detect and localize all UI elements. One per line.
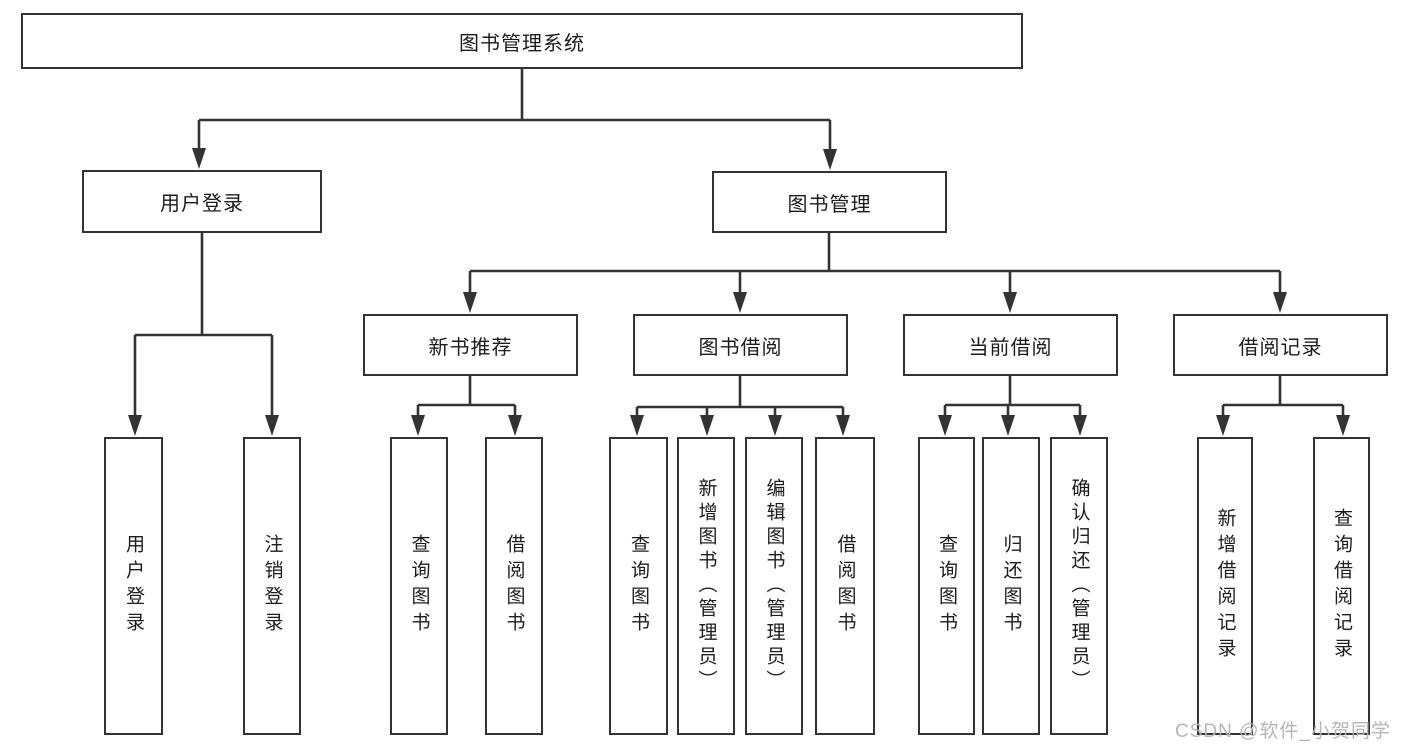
leaf-bb-borrow-books-label: 借阅图书	[834, 534, 856, 638]
node-current-borrow: 当前借阅	[903, 314, 1118, 376]
watermark: CSDN @软件_小贺同学	[1175, 721, 1391, 742]
leaf-nb-query-books: 查询图书	[390, 437, 448, 735]
leaf-bb-add-books-admin-label: 新增图书（管理员）	[695, 478, 717, 694]
leaf-logout-label: 注销登录	[261, 534, 283, 638]
leaf-cb-confirm-return-admin: 确认归还（管理员）	[1050, 437, 1108, 735]
node-user-login: 用户登录	[82, 170, 322, 233]
leaf-cb-return-books-label: 归还图书	[1000, 534, 1022, 638]
node-current-borrow-label: 当前借阅	[968, 336, 1053, 359]
leaf-cb-query-books: 查询图书	[918, 437, 975, 735]
node-borrow-records-label: 借阅记录	[1238, 336, 1323, 359]
leaf-logout: 注销登录	[243, 437, 301, 735]
leaf-cb-confirm-return-admin-label: 确认归还（管理员）	[1068, 478, 1090, 694]
leaf-br-add-record-label: 新增借阅记录	[1214, 508, 1236, 664]
leaf-nb-borrow-books-label: 借阅图书	[503, 534, 525, 638]
node-book-management: 图书管理	[712, 171, 947, 233]
connector-paths	[133, 69, 1345, 418]
node-new-book-recommend: 新书推荐	[363, 314, 578, 376]
node-book-borrow: 图书借阅	[633, 314, 848, 376]
node-root-label: 图书管理系统	[459, 32, 585, 55]
leaf-user-login-label: 用户登录	[123, 534, 144, 638]
leaf-cb-query-books-label: 查询图书	[936, 534, 957, 638]
leaf-cb-return-books: 归还图书	[982, 437, 1040, 735]
leaf-nb-query-books-label: 查询图书	[408, 534, 430, 638]
leaf-bb-add-books-admin: 新增图书（管理员）	[677, 437, 735, 735]
leaf-bb-query-books-label: 查询图书	[628, 534, 649, 638]
leaf-bb-query-books: 查询图书	[609, 437, 668, 735]
leaf-br-query-record-label: 查询借阅记录	[1331, 508, 1352, 664]
leaf-bb-edit-books-admin: 编辑图书（管理员）	[745, 437, 803, 735]
leaf-br-query-record: 查询借阅记录	[1313, 437, 1370, 735]
leaf-nb-borrow-books: 借阅图书	[485, 437, 543, 735]
leaf-bb-borrow-books: 借阅图书	[815, 437, 875, 735]
leaf-br-add-record: 新增借阅记录	[1197, 437, 1253, 735]
node-book-management-label: 图书管理	[787, 193, 872, 216]
node-new-book-recommend-label: 新书推荐	[428, 336, 513, 359]
leaf-user-login: 用户登录	[104, 437, 163, 735]
leaf-bb-edit-books-admin-label: 编辑图书（管理员）	[763, 478, 785, 694]
node-root: 图书管理系统	[21, 13, 1023, 69]
node-user-login-label: 用户登录	[160, 193, 244, 215]
node-borrow-records: 借阅记录	[1173, 314, 1388, 376]
node-book-borrow-label: 图书借阅	[698, 336, 783, 359]
arrowheads	[128, 148, 1350, 436]
